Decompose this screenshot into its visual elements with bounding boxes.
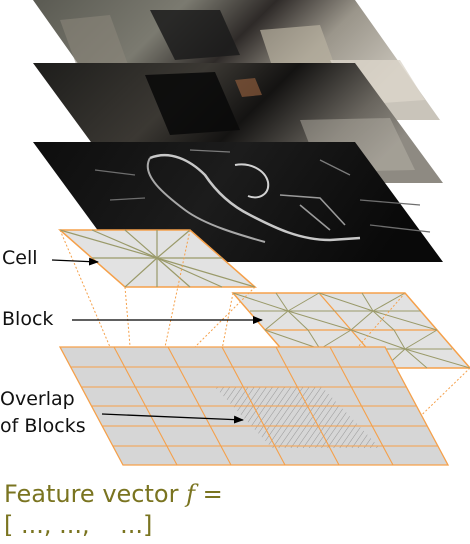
block-cell-histogram bbox=[232, 292, 352, 331]
grid-lines bbox=[71, 346, 438, 466]
cell-arrow bbox=[51, 257, 99, 266]
overlap-arrow bbox=[101, 413, 244, 424]
cell-patch bbox=[58, 229, 257, 288]
overlap-label-line1: Overlap bbox=[0, 388, 75, 410]
feature-vector-title: Feature vector f = bbox=[4, 479, 223, 509]
block-cell-histogram bbox=[318, 292, 438, 331]
overlap-label-line2: of Blocks bbox=[0, 415, 86, 437]
overlap-region bbox=[215, 387, 380, 448]
feature-grid bbox=[58, 346, 450, 466]
feature-vector-equals: = bbox=[194, 480, 223, 508]
feature-vector-symbol: f bbox=[186, 480, 195, 508]
feature-vector-values: [ ..., ..., ...] bbox=[4, 511, 153, 539]
feature-vector-prefix: Feature vector bbox=[4, 480, 187, 508]
block-label: Block bbox=[2, 308, 54, 330]
cell-label: Cell bbox=[2, 247, 38, 269]
